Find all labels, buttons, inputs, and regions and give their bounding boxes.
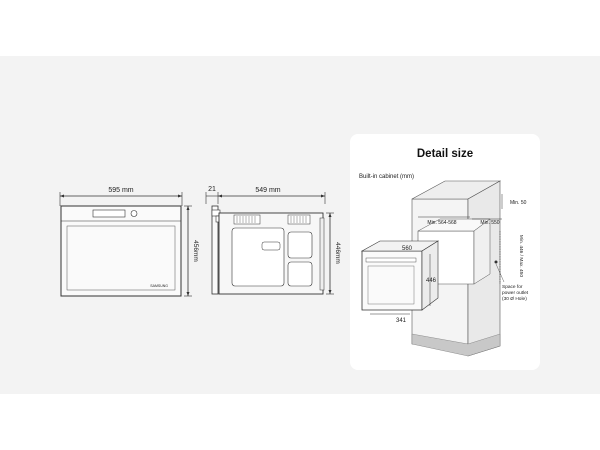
min550-label: Min. 550 (480, 220, 499, 226)
front-view-diagram: 595 mm SAMSUNG 456mm (59, 187, 199, 297)
control-panel (92, 209, 126, 218)
front-width-label: 595 mm (108, 187, 133, 194)
outlet-note-line1: Space for (502, 284, 523, 290)
control-knob (130, 210, 138, 217)
oven-front-body (60, 205, 182, 297)
side-height-label: 446mm (334, 242, 341, 264)
oven-height-label: 446 (426, 278, 437, 284)
min50-label: Min. 50 (510, 200, 527, 206)
front-height-label: 456mm (192, 240, 199, 262)
outlet-note-line2: power outlet (502, 290, 529, 296)
detail-subtitle: Built-in cabinet (mm) (359, 174, 415, 180)
side-view-diagram: 21 549 mm 446mm (205, 186, 341, 295)
cabinet-diagram: Min. 564-568 Min. 550 Min. 50 Min. 446 /… (360, 180, 529, 357)
detail-card: Detail size Built-in cabinet (mm) Min. 5… (350, 134, 540, 370)
oven-depth-label: 341 (396, 318, 407, 324)
power-outlet-hole (494, 260, 498, 264)
oven-door-window (66, 225, 176, 291)
min564-label: Min. 564-568 (427, 220, 456, 226)
side-depth-label: 549 mm (255, 187, 280, 194)
detail-title: Detail size (416, 148, 474, 160)
brand-logo: SAMSUNG (150, 284, 168, 288)
oven-width-label: 560 (402, 246, 413, 252)
height-range-label: Min. 446 / Max. 450 (518, 235, 524, 277)
outlet-note-line3: (30 Ø Hole) (502, 296, 527, 302)
side-door (211, 205, 219, 295)
side-offset-label: 21 (208, 186, 216, 193)
